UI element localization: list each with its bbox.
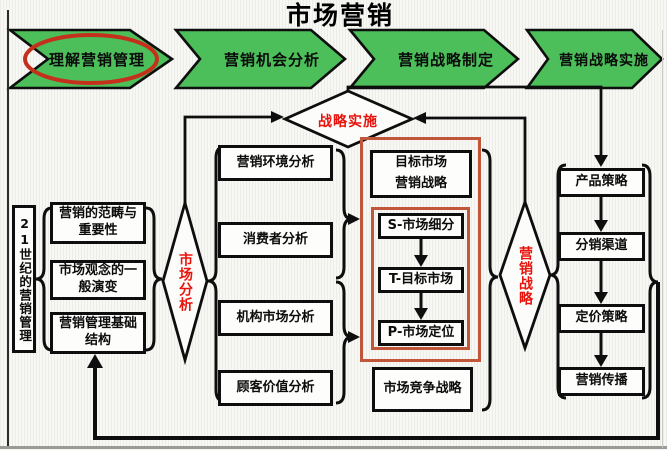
arrowhead (87, 354, 103, 368)
box-consumer-analysis: 消费者分析 (218, 222, 333, 258)
brace-analysis-right-lower (335, 280, 353, 405)
box-market-concept-evolution: 市场观念的一 般演变 (50, 260, 146, 300)
scan-edge-bottom (0, 446, 667, 449)
arrowhead (348, 213, 360, 225)
box-marketing-environment-analysis: 营销环境分析 (218, 145, 333, 181)
box-targeting: T-目标市场 (378, 267, 464, 293)
box-positioning: P-市场定位 (378, 320, 464, 346)
box-segmentation: S-市场细分 (378, 213, 464, 239)
box-pricing-strategy: 定价策略 (558, 304, 645, 333)
box-21st-century-marketing-management: 21世纪的营销管理 (12, 205, 36, 353)
stage-label-1: 理解营销管理 (48, 51, 145, 69)
connector-implementation-to-mix (346, 85, 603, 160)
stage-arrow-4 (524, 28, 664, 90)
box-marketing-communication: 营销传播 (558, 367, 645, 396)
connector-analysis-to-implementation (183, 115, 276, 204)
arrowhead (348, 331, 360, 343)
box-line: 营销战略 (394, 176, 447, 191)
diamond-label-strategy-implementation: 战略实施 (318, 114, 378, 130)
box-line: 重要性 (78, 223, 118, 238)
page-title: 市场营销 (285, 1, 394, 30)
box-marketing-scope: 营销的范畴与 重要性 (50, 202, 146, 244)
stp-inner-frame (371, 207, 470, 350)
scan-edge-right (662, 30, 663, 448)
stage-arrow-2 (173, 28, 348, 90)
arrowhead (414, 255, 428, 267)
box-market-competition-strategy: 市场竞争战略 (372, 367, 473, 412)
scan-edge-left (7, 10, 9, 448)
stage-label-2: 营销机会分析 (223, 51, 320, 69)
stage-label-4: 营销战略实施 (559, 53, 649, 69)
box-target-market-strategy: 目标市场 营销战略 (370, 150, 472, 198)
arrowhead (414, 308, 428, 320)
connector-strategy-to-implementation (420, 116, 527, 203)
brace-left-group-right (145, 206, 163, 352)
brace-mix-right (641, 163, 659, 400)
arrowhead (271, 111, 284, 123)
arrowhead (594, 355, 608, 367)
stage-arrow-shape-2 (173, 28, 348, 90)
arrowhead (594, 292, 608, 304)
box-marketing-management-foundation: 营销管理基础 结构 (50, 312, 146, 354)
brace-analysis-left (207, 145, 225, 403)
diamond-label-marketing-strategy: 营销战略 (517, 246, 533, 306)
connector-feedback-loop (93, 282, 660, 440)
box-customer-value-analysis: 顾客价值分析 (218, 370, 333, 406)
box-line: 般演变 (78, 280, 118, 295)
diamond-strategy-implementation (281, 89, 416, 149)
box-product-strategy: 产品策略 (558, 168, 645, 197)
brace-left-group-left (35, 206, 53, 352)
diamond-market-analysis (161, 197, 209, 366)
stage-label-3: 营销战略制定 (397, 51, 494, 69)
box-distribution-channel: 分销渠道 (558, 232, 645, 261)
target-strategy-outer-frame (360, 137, 481, 362)
brace-target-right (481, 148, 499, 412)
arrowhead (594, 155, 608, 167)
box-institutional-market-analysis: 机构市场分析 (218, 300, 333, 336)
box-line: 营销的范畴与 (58, 206, 137, 222)
box-line: 市场观念的一 (58, 263, 137, 279)
arrowhead (594, 220, 608, 232)
box-line: 结构 (84, 333, 111, 348)
arrowhead (413, 112, 426, 124)
stage-arrow-shape-4 (524, 28, 664, 90)
brace-mix-left (549, 163, 567, 400)
box-line: 营销管理基础 (58, 316, 137, 332)
box-line: 目标市场 (394, 155, 447, 171)
diamond-label-market-analysis: 市场分析 (177, 252, 193, 312)
